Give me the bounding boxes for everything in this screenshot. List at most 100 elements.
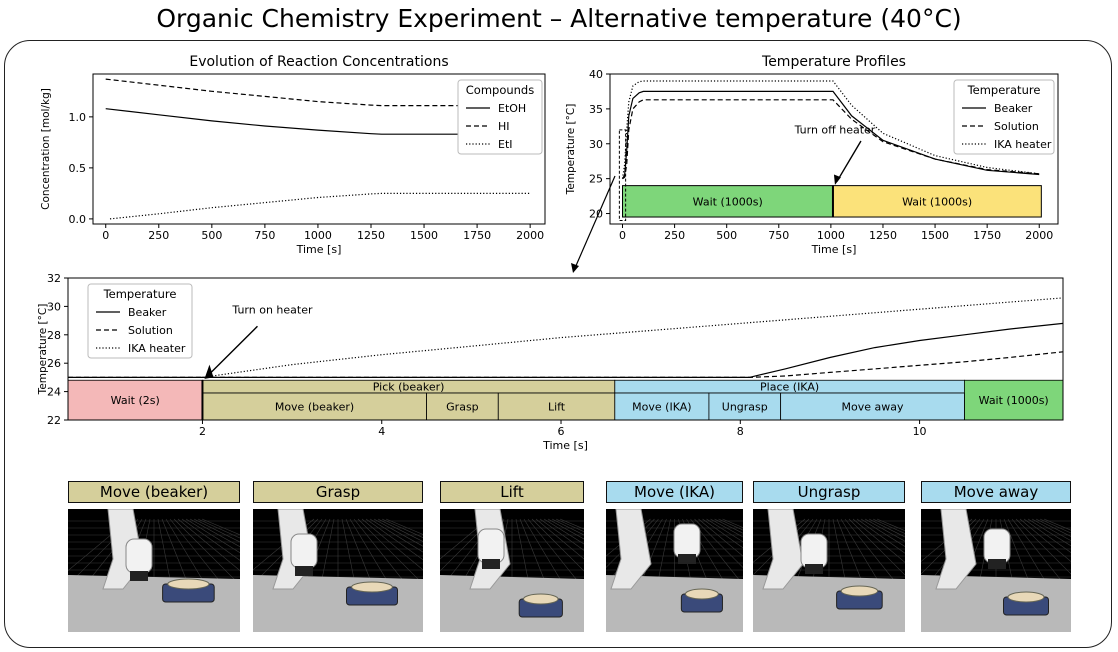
y-axis-label: Temperature [°C] [37, 304, 49, 396]
chart-title: Evolution of Reaction Concentrations [189, 54, 448, 70]
main-title: Organic Chemistry Experiment – Alternati… [156, 4, 962, 33]
robot-scene-image [440, 509, 584, 632]
x-tick-label: 1500 [410, 229, 438, 242]
robot-scene-image [606, 509, 743, 632]
x-tick-label: 750 [768, 229, 789, 242]
scene-svg [440, 509, 584, 632]
plot-area [67, 277, 1064, 421]
y-tick-label: 30 [589, 138, 603, 151]
subphase-label: Grasp [446, 401, 479, 414]
x-tick-label: 0 [619, 229, 626, 242]
series-line-ika-heater [621, 80, 1040, 179]
series-line-beaker [68, 322, 1064, 378]
figure-frame [4, 40, 1112, 648]
robot-scene-image [253, 509, 423, 632]
plot-area [92, 73, 546, 225]
annotation-arrowhead [833, 174, 841, 185]
y-tick-label: 0.5 [69, 162, 87, 175]
x-tick-label: 0 [102, 229, 109, 242]
y-tick-label: 25 [589, 173, 603, 186]
phase-label: Pick (beaker) [373, 381, 445, 394]
legend-label: Beaker [994, 102, 1033, 115]
legend-title: Temperature [967, 83, 1041, 97]
x-tick-label: 2000 [516, 229, 544, 242]
y-axis-label: Concentration [mol/kg] [40, 88, 52, 210]
y-tick-label: 22 [47, 414, 61, 427]
panel-label: Move away [921, 481, 1071, 503]
annotation-text: Turn off heater [794, 123, 876, 136]
x-tick-label: 1750 [973, 229, 1001, 242]
annotation-arrowhead [204, 364, 214, 379]
x-tick-label: 1250 [869, 229, 897, 242]
x-tick-label: 250 [148, 229, 169, 242]
y-tick-label: 28 [47, 329, 61, 342]
x-axis-label: Time [s] [542, 439, 588, 452]
legend-label: IKA heater [994, 138, 1052, 151]
scene-svg [606, 509, 743, 632]
subphase-label: Ungrasp [722, 401, 768, 414]
legend-label: EtOH [498, 102, 526, 115]
x-tick-label: 8 [737, 425, 744, 438]
annotation-arrow [836, 140, 862, 182]
series-line-hi [105, 78, 531, 107]
panel-label: Move (beaker) [68, 481, 240, 503]
x-tick-label: 1500 [921, 229, 949, 242]
x-tick-label: 1000 [304, 229, 332, 242]
series-line-solution [622, 99, 1040, 180]
scene-svg [68, 509, 240, 632]
legend-label: EtI [498, 138, 513, 151]
x-axis-label: Time [s] [811, 243, 857, 256]
subphase-bar [614, 392, 710, 421]
annotation-text: Turn on heater [231, 304, 313, 317]
scene-svg [753, 509, 905, 632]
y-tick-label: 26 [47, 357, 61, 370]
x-tick-label: 250 [664, 229, 685, 242]
legend-label: IKA heater [128, 342, 186, 355]
robot-scene-image [68, 509, 240, 632]
y-tick-label: 35 [589, 103, 603, 116]
series-line-etoh [105, 108, 531, 135]
x-axis-label: Time [s] [296, 243, 342, 256]
zoom-arrowhead [571, 263, 579, 273]
phase-label: Wait (2s) [111, 394, 160, 407]
x-tick-label: 2 [199, 425, 206, 438]
phase-label: Wait (1000s) [979, 394, 1049, 407]
legend-box [87, 283, 193, 359]
plot-area [609, 73, 1059, 225]
y-tick-label: 0.0 [69, 213, 87, 226]
subphase-bar [202, 392, 427, 421]
x-tick-label: 500 [201, 229, 222, 242]
x-tick-label: 4 [378, 425, 385, 438]
panel-label: Lift [440, 481, 584, 503]
robot-scene-image [753, 509, 905, 632]
zoom-box [618, 129, 627, 222]
x-tick-label: 1750 [463, 229, 491, 242]
y-axis-label: Temperature [°C] [565, 104, 577, 196]
y-tick-label: 24 [47, 386, 61, 399]
chart-title: Temperature Profiles [761, 54, 906, 70]
y-tick-label: 40 [589, 68, 603, 81]
annotation-arrow [206, 325, 258, 377]
panel-label: Grasp [253, 481, 423, 503]
legend-label: Solution [994, 120, 1039, 133]
legend-title: Compounds [466, 83, 534, 97]
subphase-bar [780, 392, 965, 421]
series-line-ika-heater [202, 297, 1064, 378]
subphase-label: Move (beaker) [275, 401, 354, 414]
zoom-arrow-line [574, 175, 616, 269]
y-tick-label: 30 [47, 300, 61, 313]
subphase-label: Move away [842, 401, 904, 414]
phase-bar [622, 185, 834, 218]
y-tick-label: 32 [47, 272, 61, 285]
robot-scene-image [921, 509, 1071, 632]
x-tick-label: 6 [558, 425, 565, 438]
scene-svg [253, 509, 423, 632]
x-tick-label: 1000 [817, 229, 845, 242]
panel-label: Ungrasp [753, 481, 905, 503]
x-tick-label: 2000 [1025, 229, 1053, 242]
subphase-label: Lift [548, 401, 566, 414]
legend-box [457, 79, 543, 155]
phase-label: Place (IKA) [760, 381, 819, 394]
